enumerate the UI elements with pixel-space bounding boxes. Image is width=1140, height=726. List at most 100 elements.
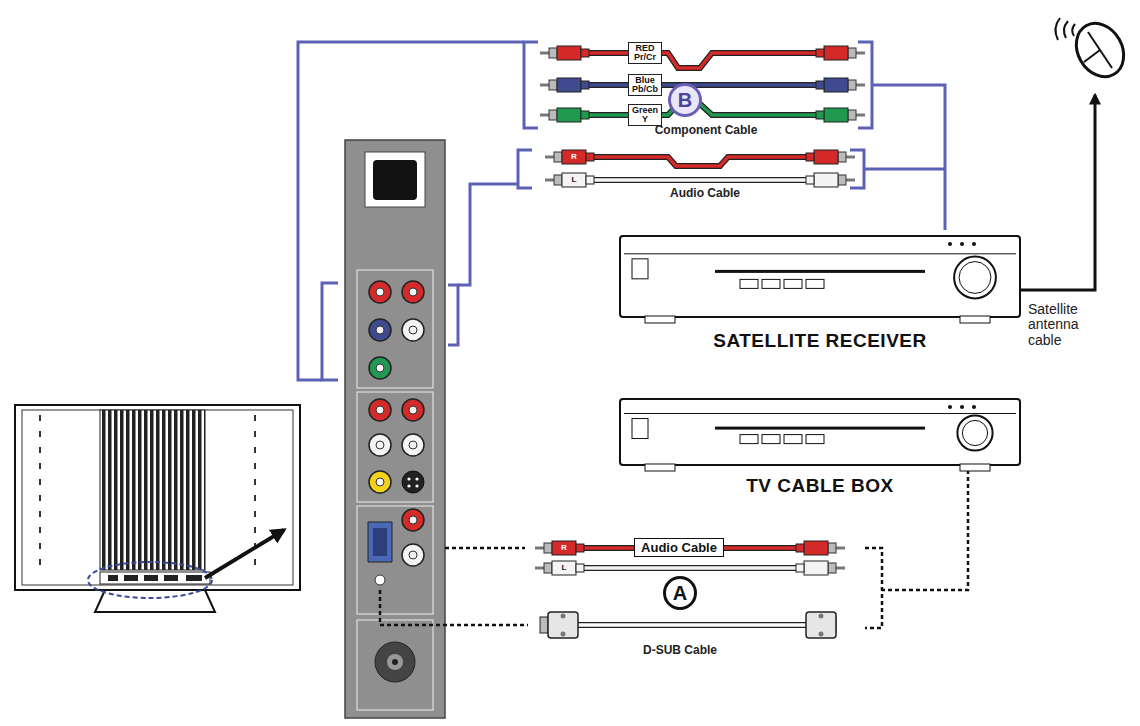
rca-jack — [409, 406, 417, 414]
rca-jack — [409, 326, 417, 334]
rca-plug — [828, 543, 836, 553]
rca-plug — [856, 52, 865, 55]
rca-plug — [836, 567, 845, 570]
cable-label: Audio Cable — [670, 187, 740, 200]
rca-jack — [409, 288, 417, 296]
tv-rear-view — [22, 410, 293, 585]
connector-panel — [373, 528, 387, 556]
plug-letter: R — [561, 544, 567, 553]
device-drawing — [960, 316, 990, 323]
rca-jack — [402, 281, 424, 303]
connector-panel — [387, 654, 403, 670]
rca-plug — [816, 108, 865, 122]
bracket-wire — [864, 168, 945, 171]
rca-plug — [554, 175, 562, 185]
device-drawing — [960, 242, 964, 246]
rca-plug — [545, 173, 594, 187]
cable-tag: Audio Cable — [634, 538, 724, 557]
rca-jack — [402, 509, 424, 531]
rca-jack — [369, 357, 391, 379]
device-drawing — [954, 257, 996, 299]
dsub-plug — [819, 614, 824, 619]
device-drawing — [645, 464, 675, 471]
rca-plug — [549, 48, 557, 58]
rca-plug — [804, 561, 828, 575]
device-drawing — [972, 405, 976, 409]
bracket-wire — [518, 150, 532, 188]
satellite-dish — [1020, 15, 1133, 290]
rca-plug — [816, 111, 824, 119]
rca-plug — [549, 110, 557, 120]
rca-plug — [816, 49, 824, 57]
cable-wire — [578, 623, 806, 627]
connector-panel — [375, 575, 385, 585]
bracket-wire — [298, 42, 945, 380]
cable-wire — [584, 566, 796, 570]
rca-plug — [545, 150, 594, 164]
antenna-label: Satellite antenna cable — [1028, 302, 1102, 348]
rca-jack — [376, 406, 384, 414]
rca-plug — [535, 547, 544, 550]
rca-plug — [544, 563, 552, 573]
color-tag: Blue Pb/Cb — [628, 74, 662, 97]
node-text: Audio Cable — [641, 540, 717, 555]
dsub-plug — [540, 612, 578, 638]
rca-plug — [540, 46, 589, 60]
device-drawing — [740, 435, 758, 444]
device-drawing — [715, 270, 925, 273]
rca-plug — [824, 78, 848, 92]
rca-plug — [796, 564, 804, 572]
rca-plug — [557, 78, 581, 92]
cable-wire — [594, 157, 806, 166]
rca-plug — [535, 561, 584, 575]
rca-jack — [409, 516, 417, 524]
node-text: SATELLITE RECEIVER — [620, 330, 1020, 352]
rca-jack — [369, 319, 391, 341]
dotted-wire — [865, 548, 882, 628]
satellite-dish — [1084, 50, 1100, 62]
tv-rear-view — [100, 410, 205, 570]
rca-jack — [402, 319, 424, 341]
rca-plug — [545, 156, 554, 159]
tv-rear-view — [124, 575, 138, 581]
rca-plug — [806, 176, 814, 184]
node-text: B — [678, 89, 692, 112]
rca-jack — [369, 281, 391, 303]
node-text: Blue Pb/Cb — [630, 76, 660, 95]
rca-plug — [562, 150, 586, 164]
cable-label: Component Cable — [655, 124, 758, 137]
rca-plug — [848, 48, 856, 58]
connector-panel — [357, 270, 433, 388]
callout-letter: B — [668, 83, 702, 117]
device-drawing — [620, 236, 1020, 323]
rca-plug — [581, 111, 589, 119]
device-drawing — [740, 279, 758, 288]
tv-rear-view — [186, 575, 202, 581]
device-drawing — [645, 316, 675, 323]
device-drawing — [948, 405, 952, 409]
dsub-plug — [540, 617, 548, 633]
bracket-wire — [458, 184, 518, 285]
connector-panel — [368, 522, 392, 562]
rca-plug — [846, 179, 855, 182]
connector-panel — [357, 506, 433, 614]
rca-plug — [846, 156, 855, 159]
tv-rear-view — [144, 575, 158, 581]
cable-wire — [589, 82, 816, 88]
bracket-wire — [322, 283, 338, 380]
rca-jack — [369, 471, 391, 493]
color-tag: RED Pr/Cr — [628, 42, 662, 65]
dsub-plug — [806, 612, 836, 638]
cable-wire — [589, 83, 816, 87]
dsub-plug — [819, 632, 824, 637]
device-drawing — [624, 253, 1016, 254]
cable-wire — [594, 177, 806, 183]
plug-letter: R — [571, 153, 577, 162]
tv-rear-view — [108, 575, 118, 581]
bracket-wire — [448, 285, 458, 345]
dsub-plug — [561, 614, 566, 619]
rca-jack — [369, 281, 424, 566]
device-drawing — [620, 399, 1020, 465]
